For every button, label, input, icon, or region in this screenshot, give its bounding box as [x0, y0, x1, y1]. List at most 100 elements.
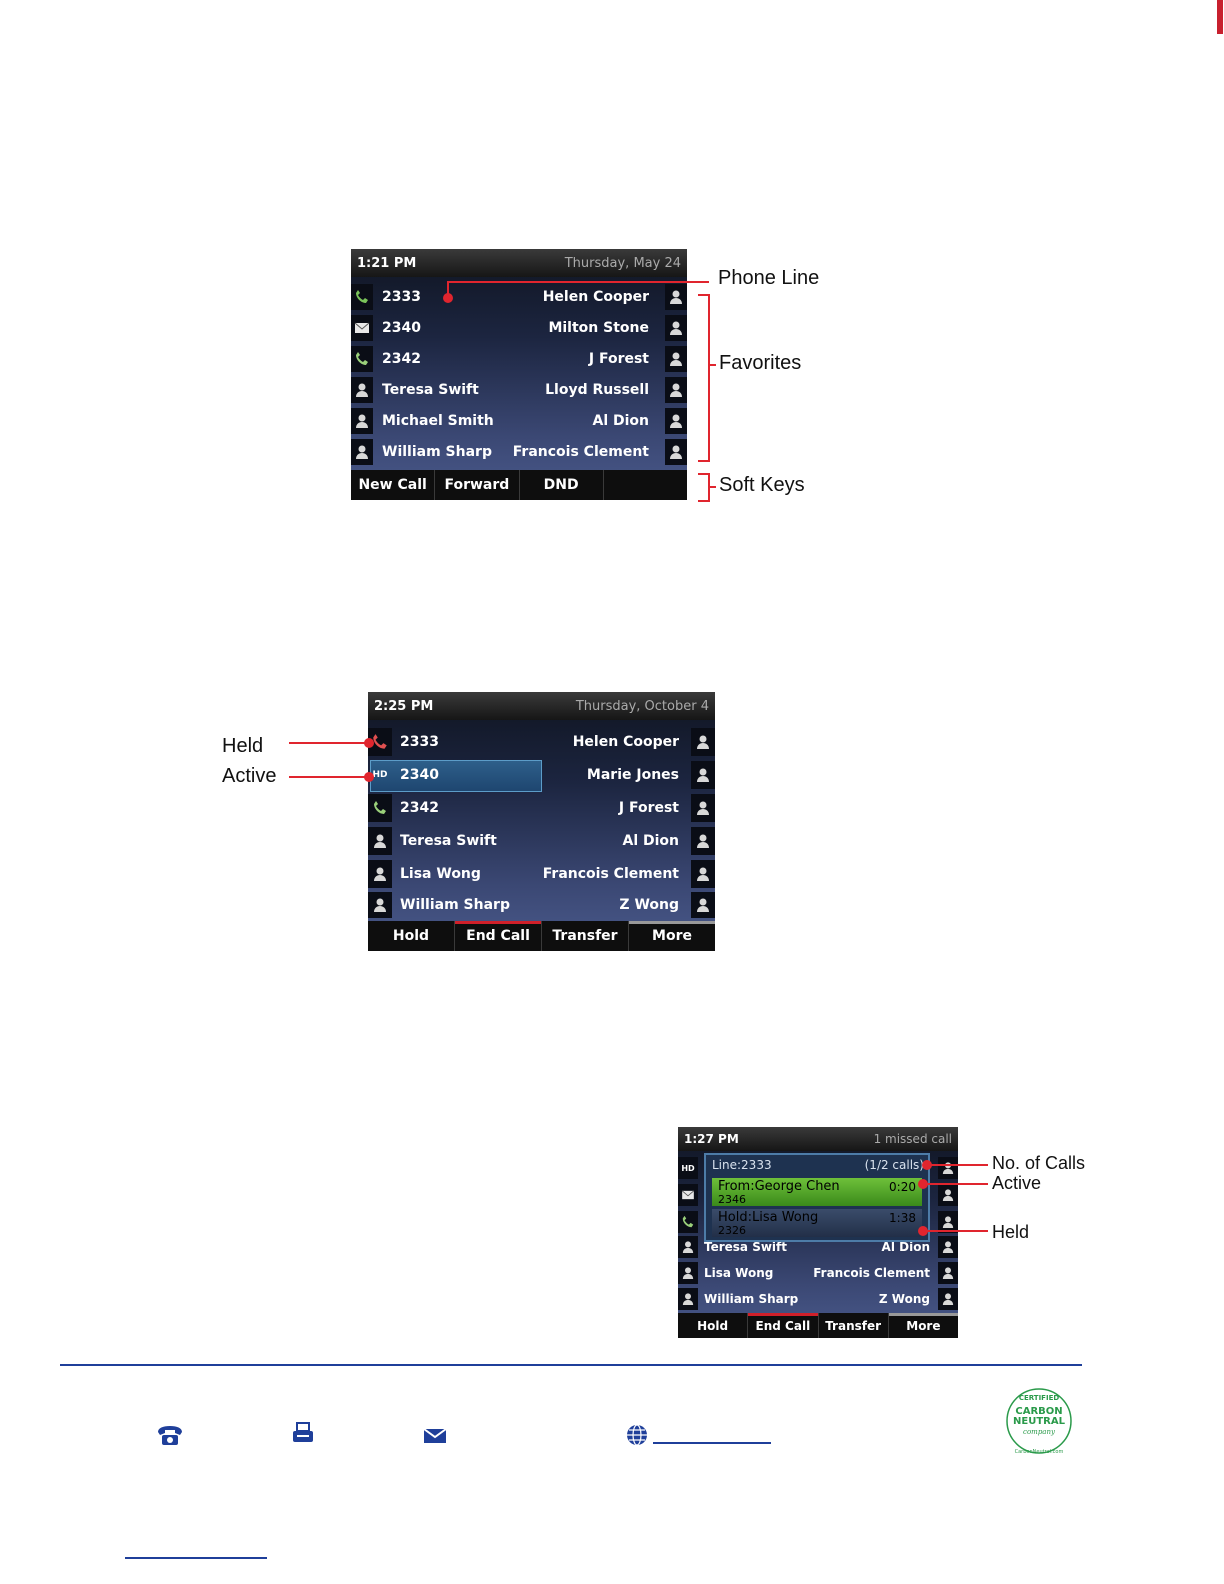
logo-url-text: CarbonNeutral.com — [1015, 1449, 1064, 1455]
softkey-dnd[interactable]: DND — [520, 470, 604, 500]
favorites-label: Favorites — [719, 352, 802, 374]
favorite-name: Francois Clement — [542, 866, 679, 882]
phone-handset-icon — [351, 284, 373, 310]
held-label: Held — [222, 735, 264, 757]
softkey-end-call[interactable]: End Call — [455, 921, 542, 951]
line-row-held[interactable]: 2333 Helen Cooper — [368, 726, 715, 758]
softkey-new-call[interactable]: New Call — [351, 470, 436, 500]
contact-icon — [938, 1262, 958, 1284]
bottom-link[interactable] — [125, 1557, 267, 1559]
contact-icon — [678, 1262, 698, 1284]
line-row[interactable]: 2333 Helen Cooper — [351, 282, 687, 312]
soft-keys-bracket-tick — [708, 486, 716, 488]
softkey-hold[interactable]: Hold — [678, 1313, 749, 1338]
contact-icon — [351, 377, 373, 403]
phone-screen-home: 1:21 PM Thursday, May 24 2333 Helen Coop… — [351, 249, 687, 500]
contact-icon — [678, 1236, 698, 1258]
line-row[interactable]: 2342 J Forest — [351, 344, 687, 374]
favorite-name: Francois Clement — [512, 444, 649, 460]
call-list-header: Line:2333 (1/2 calls) — [712, 1158, 924, 1172]
contact-icon — [938, 1211, 958, 1233]
contact-icon — [691, 892, 715, 918]
contact-icon — [938, 1184, 958, 1206]
favorite-row[interactable]: William Sharp Z Wong — [678, 1286, 958, 1312]
contact-icon — [938, 1288, 958, 1310]
softkey-transfer[interactable]: Transfer — [542, 921, 629, 951]
active-call-duration: 0:20 — [889, 1180, 916, 1194]
favorite-row[interactable]: Teresa Swift Al Dion — [368, 825, 715, 857]
held-call-item[interactable]: Hold:Lisa Wong 2326 1:38 — [712, 1209, 922, 1237]
softkey-hold[interactable]: Hold — [368, 921, 455, 951]
held-pointer-dot — [364, 738, 374, 748]
globe-icon — [626, 1424, 648, 1450]
active-call-highlight — [370, 760, 542, 792]
favorite-name: Z Wong — [619, 897, 679, 913]
line-row[interactable]: HD — [678, 1155, 958, 1181]
active-call-number: 2346 — [718, 1193, 746, 1206]
line-row[interactable]: 2340 Milton Stone — [351, 313, 687, 343]
active-label: Active — [222, 765, 277, 787]
line-number: 2342 — [400, 800, 439, 816]
footer-rule — [60, 1364, 1082, 1366]
contact-icon — [938, 1236, 958, 1258]
softkey-end-call[interactable]: End Call — [748, 1313, 819, 1338]
line-number: 2342 — [382, 351, 421, 367]
line-row-active[interactable]: HD 2340 Marie Jones — [368, 759, 715, 791]
contact-icon — [665, 346, 687, 372]
favorite-name: Al Dion — [622, 833, 679, 849]
softkey-more[interactable]: More — [629, 921, 715, 951]
favorite-name: Al Dion — [881, 1240, 930, 1254]
softkey-empty[interactable] — [604, 470, 687, 500]
no-of-calls-label: No. of Calls — [992, 1153, 1086, 1173]
favorite-name: Helen Cooper — [542, 289, 649, 305]
softkey-more[interactable]: More — [888, 1313, 958, 1338]
favorites-bracket — [698, 294, 710, 462]
line-row[interactable] — [678, 1209, 958, 1235]
phone-handset-icon — [678, 1211, 698, 1233]
favorite-name: Teresa Swift — [400, 833, 497, 849]
favorite-row[interactable]: William Sharp Z Wong — [368, 890, 715, 920]
phone-line-pointer-line — [447, 282, 449, 296]
line-number: 2340 — [400, 767, 439, 783]
favorite-row[interactable]: Teresa Swift Al Dion — [678, 1234, 958, 1260]
active-call-item[interactable]: From:George Chen 2346 0:20 — [712, 1178, 922, 1206]
message-envelope-icon — [351, 315, 373, 341]
contact-icon — [691, 794, 715, 822]
favorite-row[interactable]: Lisa Wong Francois Clement — [678, 1260, 958, 1286]
contact-icon — [938, 1157, 958, 1179]
status-bar: 1:21 PM Thursday, May 24 — [351, 249, 687, 277]
favorite-row[interactable]: William Sharp Francois Clement — [351, 437, 687, 467]
call-list-line: Line:2333 — [712, 1158, 772, 1172]
softkey-forward[interactable]: Forward — [435, 470, 520, 500]
website-link[interactable] — [653, 1442, 771, 1444]
favorite-row[interactable]: Michael Smith Al Dion — [351, 406, 687, 436]
contact-icon — [351, 408, 373, 434]
favorite-name: William Sharp — [704, 1292, 799, 1306]
contact-icon — [368, 892, 392, 918]
active-pointer-dot — [918, 1179, 928, 1189]
favorite-row[interactable]: Teresa Swift Lloyd Russell — [351, 375, 687, 405]
contact-icon — [368, 860, 392, 888]
soft-keys: Hold End Call Transfer More — [678, 1313, 958, 1338]
favorite-name: Lisa Wong — [704, 1266, 774, 1280]
hd-audio-icon: HD — [372, 770, 388, 780]
held-pointer-line — [289, 742, 369, 744]
favorite-name: Helen Cooper — [572, 734, 679, 750]
contact-icon — [351, 439, 373, 465]
status-missed-calls: 1 missed call — [873, 1132, 952, 1146]
line-row[interactable]: 2342 J Forest — [368, 792, 715, 824]
logo-neutral-text: NEUTRAL — [1013, 1416, 1066, 1427]
favorite-name: Marie Jones — [586, 767, 679, 783]
favorite-name: William Sharp — [382, 444, 492, 460]
softkey-transfer[interactable]: Transfer — [819, 1313, 889, 1338]
favorite-name: Lisa Wong — [400, 866, 481, 882]
contact-icon — [691, 827, 715, 855]
line-row[interactable] — [678, 1182, 958, 1208]
page-edge-marker — [1217, 0, 1223, 34]
contact-icon — [691, 728, 715, 756]
line-number: 2333 — [382, 289, 421, 305]
held-label: Held — [992, 1222, 1030, 1242]
favorite-row[interactable]: Lisa Wong Francois Clement — [368, 858, 715, 890]
line-number: 2333 — [400, 734, 439, 750]
favorite-name: Michael Smith — [382, 413, 494, 429]
